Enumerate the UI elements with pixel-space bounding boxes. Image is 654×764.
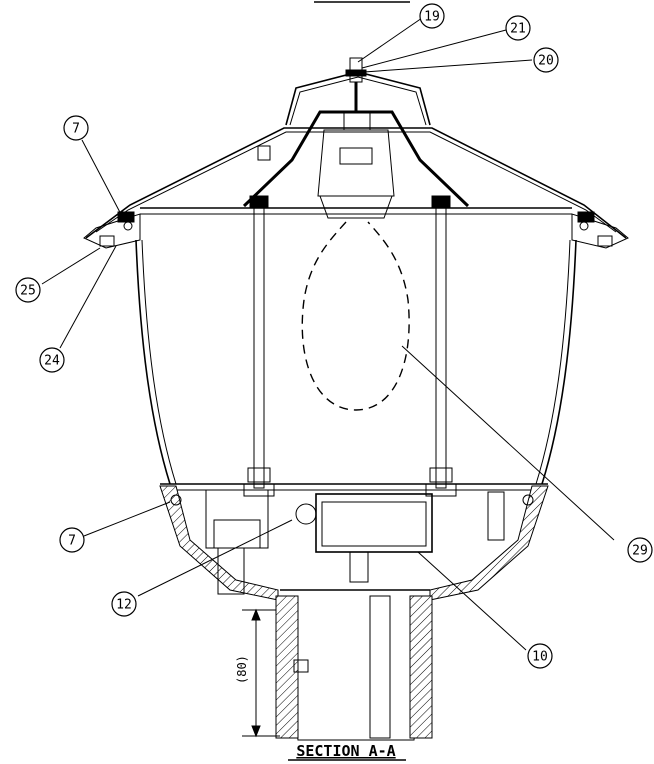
svg-text:19: 19 <box>424 10 440 25</box>
svg-text:20: 20 <box>538 54 554 69</box>
callout-12: 12 <box>111 591 137 617</box>
callout-7-bottom: 7 <box>59 527 85 553</box>
svg-text:29: 29 <box>632 544 648 559</box>
callout-24: 24 <box>39 347 65 373</box>
callout-29: 29 <box>627 537 653 563</box>
callout-25: 25 <box>15 277 41 303</box>
svg-text:12: 12 <box>116 598 132 613</box>
glass-body <box>135 239 577 485</box>
roof-cap <box>83 57 629 249</box>
tie-rods <box>243 195 457 497</box>
callout-21: 21 <box>505 15 531 41</box>
svg-text:24: 24 <box>44 354 60 369</box>
callout-7-top: 7 <box>63 115 89 141</box>
svg-text:10: 10 <box>532 650 548 665</box>
base-housing <box>159 483 549 741</box>
dimension-label: (80) <box>235 655 249 684</box>
svg-text:25: 25 <box>20 284 36 299</box>
svg-text:7: 7 <box>68 534 76 549</box>
lamp-assembly <box>301 111 410 411</box>
bulb-outline <box>301 221 410 411</box>
svg-text:7: 7 <box>72 122 80 137</box>
svg-text:21: 21 <box>510 22 526 37</box>
height-dimension: (80) <box>235 608 280 738</box>
section-title: SECTION A-A <box>296 742 395 760</box>
callout-19: 19 <box>419 3 445 29</box>
callout-10: 10 <box>527 643 553 669</box>
leader-lines <box>41 17 615 651</box>
callout-20: 20 <box>533 47 559 73</box>
